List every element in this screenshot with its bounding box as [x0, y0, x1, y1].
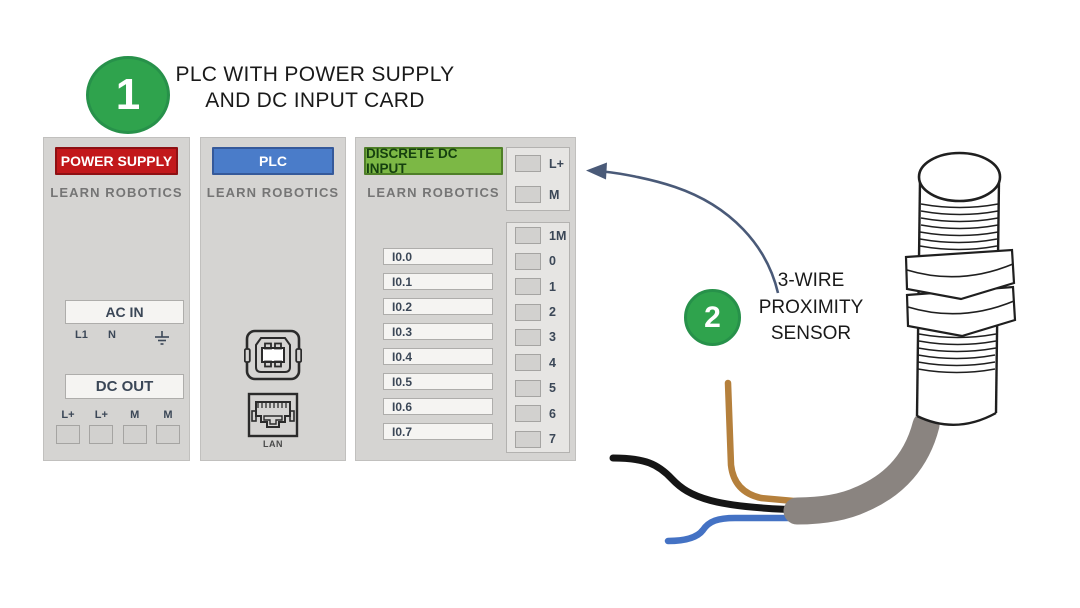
terminal-row: 0: [507, 252, 569, 270]
ac-terminal-row: L1 N: [65, 329, 184, 351]
terminal-label: M: [130, 409, 140, 421]
terminal-row: 2: [507, 303, 569, 321]
step-1-badge: 1: [86, 56, 170, 134]
power-supply-header: POWER SUPPLY: [55, 147, 178, 175]
terminal-label: 4: [549, 355, 556, 370]
terminal-group-power: L+ M: [506, 147, 570, 211]
wiring-arrow: [586, 162, 780, 294]
terminal-row: 6: [507, 405, 569, 423]
sensor-cable: [783, 411, 940, 525]
step-2-badge: 2: [684, 289, 741, 346]
dc-out-terminals: L+ L+ M M: [54, 409, 182, 444]
brand-label: LEARN ROBOTICS: [367, 185, 500, 200]
hex-nut-lower: [905, 285, 1017, 338]
terminal-group-inputs: 1M 0 1 2 3 4 5: [506, 222, 570, 453]
sensor-label: 3-WIRE PROXIMITY SENSOR: [747, 268, 875, 348]
earth-ground-icon: [155, 331, 169, 345]
sensor-label-line-2: PROXIMITY: [758, 296, 864, 318]
terminal-screw: [515, 252, 541, 270]
terminal-screw: [515, 278, 541, 296]
wire-brown: [724, 379, 809, 506]
terminal-screw: [515, 186, 541, 203]
plc-header: PLC: [212, 147, 334, 175]
terminal-n-label: N: [108, 329, 116, 341]
terminal-row: L+: [507, 155, 569, 172]
proximity-sensor-illustration: [586, 151, 1017, 545]
terminal-row: 1: [507, 278, 569, 296]
terminal-row: 5: [507, 379, 569, 397]
terminal-screw: [515, 405, 541, 423]
terminal-screw: [515, 155, 541, 172]
arrow-head: [586, 162, 607, 180]
terminal-label: L+: [549, 156, 564, 171]
terminal-row: 1M: [507, 227, 569, 245]
dc-input-header: DISCRETE DC INPUT: [364, 146, 503, 176]
terminal-label: 3: [549, 330, 556, 345]
terminal-screw: [122, 425, 147, 444]
wire-blue: [664, 514, 809, 545]
brand-label: LEARN ROBOTICS: [50, 185, 183, 200]
dc-out-terminal: M: [121, 409, 149, 444]
step-1-number: 1: [115, 70, 141, 119]
input-channel-label: I0.0: [383, 248, 493, 265]
dc-out-terminal: L+: [54, 409, 82, 444]
input-channel-label: I0.1: [383, 273, 493, 290]
terminal-screw: [515, 430, 541, 448]
terminal-label: 5: [549, 381, 556, 396]
terminal-screw: [515, 303, 541, 321]
wire-black: [609, 454, 811, 514]
terminal-label: M: [549, 187, 560, 202]
terminal-label: L+: [61, 409, 75, 421]
terminal-row: 4: [507, 354, 569, 372]
ethernet-port-icon: [201, 392, 345, 438]
brand-label: LEARN ROBOTICS: [206, 185, 340, 200]
input-channel-label: I0.4: [383, 348, 493, 365]
terminal-label: L+: [94, 409, 108, 421]
sensor-label-line-3: SENSOR: [770, 323, 852, 345]
terminal-screw: [89, 425, 114, 444]
step-2-number: 2: [704, 300, 721, 334]
input-channel-label: I0.5: [383, 373, 493, 390]
input-channel-labels: I0.0 I0.1 I0.2 I0.3 I0.4 I0.5 I0.6 I0.7: [383, 248, 493, 440]
hex-nut-upper: [904, 248, 1016, 301]
plc-panel: PLC LEARN ROBOTICS: [200, 137, 346, 461]
terminal-label: 1M: [549, 228, 567, 243]
terminal-l1-label: L1: [75, 329, 88, 341]
terminal-screw: [56, 425, 80, 444]
title-line-2: AND DC INPUT CARD: [205, 88, 425, 112]
input-channel-label: I0.2: [383, 298, 493, 315]
dc-out-label: DC OUT: [65, 374, 184, 399]
lan-label: LAN: [263, 439, 283, 449]
ac-in-label: AC IN: [65, 300, 184, 324]
power-supply-panel: POWER SUPPLY LEARN ROBOTICS AC IN L1 N D…: [43, 137, 190, 461]
sensor-label-line-1: 3-WIRE: [777, 270, 845, 291]
title-line-1: PLC WITH POWER SUPPLY: [175, 63, 455, 86]
diagram-title: PLC WITH POWER SUPPLY AND DC INPUT CARD: [170, 62, 460, 113]
terminal-label: 2: [549, 305, 556, 320]
terminal-screw: [515, 328, 541, 346]
terminal-label: 6: [549, 406, 556, 421]
terminal-screw: [515, 379, 541, 397]
input-channel-label: I0.7: [383, 423, 493, 440]
terminal-screw: [515, 227, 541, 245]
terminal-label: 7: [549, 432, 556, 447]
usb-b-port-icon: [201, 327, 345, 383]
terminal-screw: [515, 354, 541, 372]
terminal-row: 7: [507, 430, 569, 448]
terminal-screw: [155, 425, 180, 444]
terminal-label: 1: [549, 279, 556, 294]
dc-input-panel: DISCRETE DC INPUT LEARN ROBOTICS I0.0 I0…: [355, 137, 576, 461]
dc-out-terminal: M: [154, 409, 182, 444]
terminal-row: 3: [507, 328, 569, 346]
dc-out-terminal: L+: [87, 409, 115, 444]
terminal-row: M: [507, 186, 569, 203]
terminal-label: M: [163, 409, 173, 421]
terminal-label: 0: [549, 254, 556, 269]
input-channel-label: I0.3: [383, 323, 493, 340]
sensor-body: [904, 151, 1017, 426]
input-channel-label: I0.6: [383, 398, 493, 415]
